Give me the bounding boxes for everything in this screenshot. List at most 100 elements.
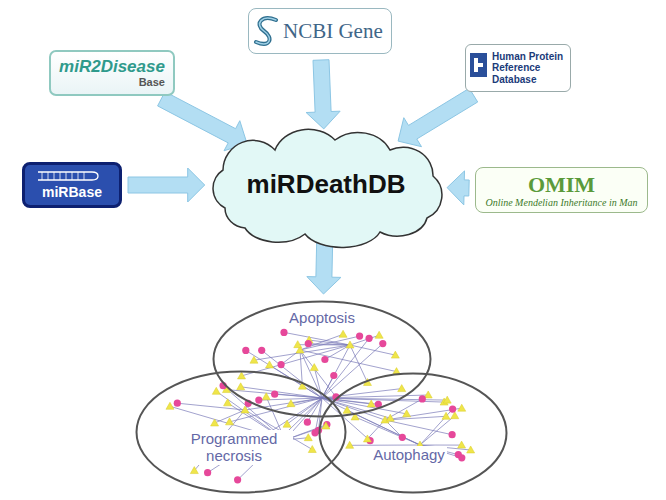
block-arrow [128,168,205,202]
network-node-dot [458,441,466,448]
network-node-dot [458,454,465,461]
network-node-dot [204,469,211,476]
network-link [385,420,452,435]
network-node-dot [271,391,278,398]
mirbase-hairpin-icon [38,172,98,180]
network-node-dot [258,347,265,354]
network-node-dot [356,333,363,340]
network-link [300,336,360,350]
network-node-dot [451,412,459,419]
network-link [347,410,420,445]
network-node-dot [287,400,295,407]
network-node-dot [294,341,302,348]
set-label: Apoptosis [287,309,357,326]
network-node-dot [190,467,198,474]
network-node-dot [458,404,466,411]
node-label: OMIM [528,172,595,197]
network-node-dot [308,445,316,452]
network-node-dot [343,406,351,413]
network-node-dot [386,414,394,421]
label-holder: Autophagy [364,446,454,463]
network-link [322,338,369,398]
node-label: Base [139,76,165,89]
network-node-dot [166,402,174,409]
network-node-dot [346,341,354,348]
network-node-dot [212,387,220,394]
network-link [241,387,322,398]
node-label: miRBase [42,184,102,200]
database-logo: miRBase [22,162,122,208]
network-node-dot [398,385,406,392]
network-node-dot [424,391,432,398]
hprd-icon [470,53,487,77]
network-node-dot [449,431,456,438]
network-node-dot [399,434,406,441]
network-node-dot [304,419,311,426]
network-node-dot [226,418,234,425]
network-node-dot [442,412,450,419]
network-node-dot [250,356,258,363]
shape-outline [137,372,346,493]
network-node-dot [379,340,386,347]
network-node-dot [242,347,249,354]
block-arrow [307,241,341,294]
set-label: Programmed necrosis [175,430,293,465]
network-node-dot [283,420,291,427]
network-link [230,398,323,422]
node-label: NCBI Gene [283,19,383,43]
node-label: miRDeathDB [247,170,406,200]
network-link [420,416,455,445]
node-label: miR2Disease [59,57,165,77]
necrosis-set: Programmed necrosis [135,370,347,494]
database-logo: OMIMOnline Mendelian Inheritance in Man [475,167,648,213]
network-node-dot [467,446,475,453]
network-node-dot [330,372,337,379]
network-node-dot [174,400,181,407]
shape-outline [214,302,431,417]
shape-outline [213,129,442,247]
network-link [300,334,343,350]
label-holder: Programmed necrosis [175,430,293,465]
network-node-dot [262,393,270,400]
network-node-dot [280,329,287,336]
network-node-dot [375,331,383,338]
network-node-dot [443,396,451,403]
network-link [420,409,453,445]
central-database-cloud: miRDeathDB [195,128,457,242]
block-arrow [398,88,478,146]
set-label: Autophagy [371,446,447,463]
ncbi-s-icon [256,18,276,44]
network-node-dot [265,361,273,368]
network-link [385,416,446,420]
network-node-dot [419,395,426,402]
network-node-dot [391,351,399,358]
network-link [350,345,368,383]
network-node-dot [241,406,249,413]
network-node-dot [367,400,375,407]
node-label: Online Mendelian Inheritance in Man [485,197,637,209]
shape-outline [320,374,507,493]
autophagy-set: Autophagy [318,372,508,494]
network-link [300,350,397,372]
network-node-dot [449,406,456,413]
network-node-dot [237,383,245,390]
network-node-dot [339,330,347,337]
label-holder: Apoptosis [282,309,362,326]
network-node-dot [321,356,328,363]
network-node-dot [310,364,318,371]
block-arrow [447,171,469,205]
apoptosis-set: Apoptosis [212,300,432,418]
network-node-dot [346,441,354,448]
network-node-dot [234,476,241,483]
network-node-dot [363,435,371,442]
network-node-dot [211,419,219,426]
network-link [322,398,420,445]
network-node-dot [224,399,232,406]
network-node-dot [278,361,285,368]
network-node-dot [322,422,330,429]
block-arrow [158,92,247,151]
network-node-dot [403,410,411,417]
network-node-dot [304,434,312,441]
database-logo: miR2DiseaseBase [49,50,175,96]
